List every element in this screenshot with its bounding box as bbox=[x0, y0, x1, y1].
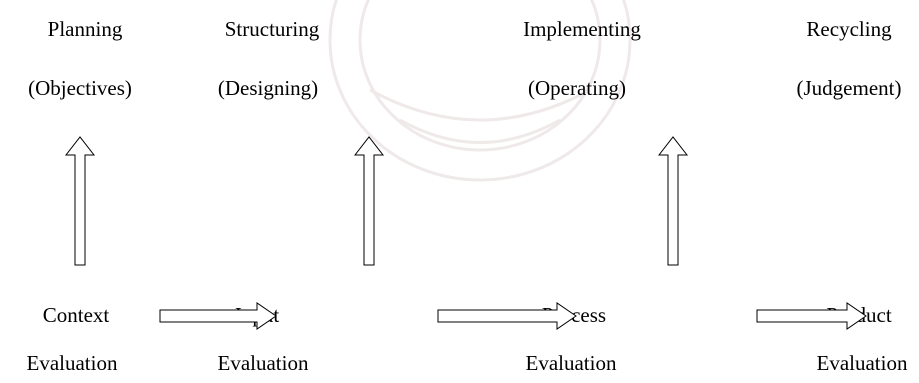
stage-structuring-title: Structuring bbox=[224, 17, 320, 41]
watermark-seal bbox=[328, 0, 632, 182]
stage-implementing-title: Implementing bbox=[523, 17, 641, 41]
evaluation-product-subtitle: Evaluation bbox=[816, 351, 908, 375]
evaluation-process-title: Process bbox=[541, 303, 607, 327]
stage-planning-title: Planning bbox=[47, 17, 123, 41]
up-arrow-process-to-implementing bbox=[657, 136, 689, 266]
stage-planning-subtitle: (Objectives) bbox=[28, 76, 132, 100]
up-arrow-context-to-planning bbox=[64, 136, 96, 266]
evaluation-process-subtitle: Evaluation bbox=[525, 351, 617, 375]
evaluation-context-subtitle: Evaluation bbox=[26, 351, 118, 375]
stage-structuring-subtitle: (Designing) bbox=[217, 76, 319, 100]
evaluation-input-subtitle: Evaluation bbox=[217, 351, 309, 375]
evaluation-context-title: Context bbox=[42, 303, 110, 327]
evaluation-product-title: Product bbox=[826, 303, 892, 327]
stage-recycling-title: Recycling bbox=[806, 17, 892, 41]
stage-implementing-subtitle: (Operating) bbox=[528, 76, 626, 100]
evaluation-input-title: Input bbox=[234, 303, 280, 327]
stage-recycling-subtitle: (Judgement) bbox=[796, 76, 902, 100]
